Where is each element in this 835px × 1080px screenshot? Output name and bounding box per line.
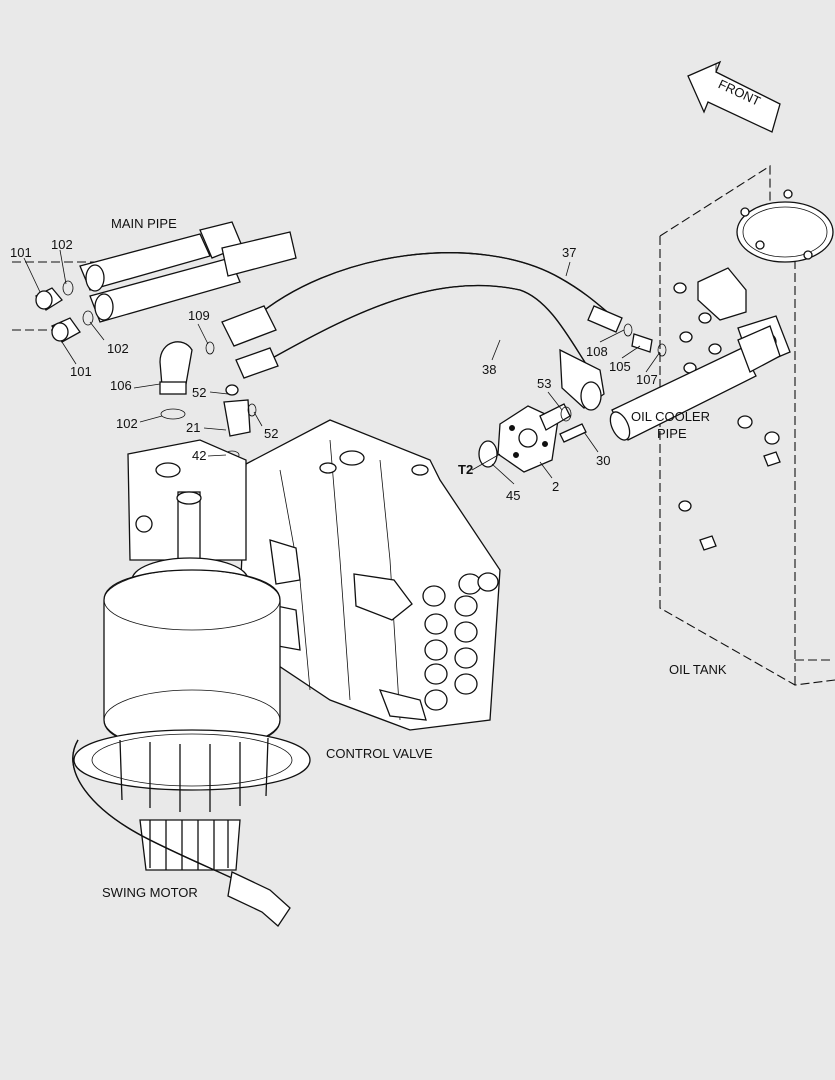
control-valve-label: CONTROL VALVE: [326, 746, 433, 761]
callout-53: 53: [537, 376, 551, 391]
callout-52-upper: 52: [192, 385, 206, 400]
port-t2-label: T2: [458, 462, 473, 477]
oil-tank-label: OIL TANK: [669, 662, 727, 677]
callouts: 101 102 102 101 109 106 102 52 21 52 42 …: [10, 237, 658, 503]
oil-cooler-pipe: OIL COOLER PIPE: [609, 325, 781, 441]
flange-assembly: [478, 403, 587, 473]
callout-37: 37: [562, 245, 576, 260]
plug-set: [35, 280, 94, 343]
oil-cooler-pipe-label-1: OIL COOLER: [631, 409, 710, 424]
hoses: [221, 252, 623, 411]
callout-102-top: 102: [51, 237, 73, 252]
spool-caps: [422, 572, 499, 711]
callout-2: 2: [552, 479, 559, 494]
fittings-left: [159, 341, 257, 460]
callout-108: 108: [586, 344, 608, 359]
callout-102-lower: 102: [116, 416, 138, 431]
callout-52-lower: 52: [264, 426, 278, 441]
callout-109: 109: [188, 308, 210, 323]
main-pipe-label: MAIN PIPE: [111, 216, 177, 231]
fittings-right: [623, 323, 667, 357]
callout-105: 105: [609, 359, 631, 374]
leader-lines: [23, 249, 661, 485]
control-valve: T2 CONTROL VALVE: [239, 419, 501, 761]
callout-106: 106: [110, 378, 132, 393]
callout-107: 107: [636, 372, 658, 387]
callout-42: 42: [192, 448, 206, 463]
callout-102-mid: 102: [107, 341, 129, 356]
callout-21: 21: [186, 420, 200, 435]
callout-45: 45: [506, 488, 520, 503]
swing-motor: SWING MOTOR: [72, 439, 311, 927]
callout-101-top: 101: [10, 245, 32, 260]
callout-38: 38: [482, 362, 496, 377]
callout-101-bottom: 101: [70, 364, 92, 379]
oil-cooler-pipe-label-2: PIPE: [657, 426, 687, 441]
front-arrow: FRONT: [687, 60, 781, 133]
callout-30: 30: [596, 453, 610, 468]
swing-motor-label: SWING MOTOR: [102, 885, 198, 900]
